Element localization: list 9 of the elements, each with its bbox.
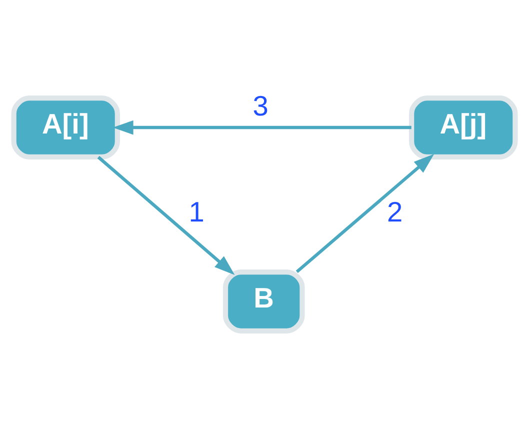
arrow bbox=[112, 120, 412, 135]
edge-label: 1 bbox=[188, 196, 204, 228]
node-box: A[j] bbox=[409, 96, 518, 160]
arrow bbox=[296, 154, 434, 274]
node-box: A[i] bbox=[11, 96, 120, 160]
edge-label: 3 bbox=[252, 90, 268, 122]
arrow bbox=[97, 156, 235, 276]
node-box: B bbox=[222, 270, 305, 334]
edge-label: 2 bbox=[387, 196, 403, 228]
